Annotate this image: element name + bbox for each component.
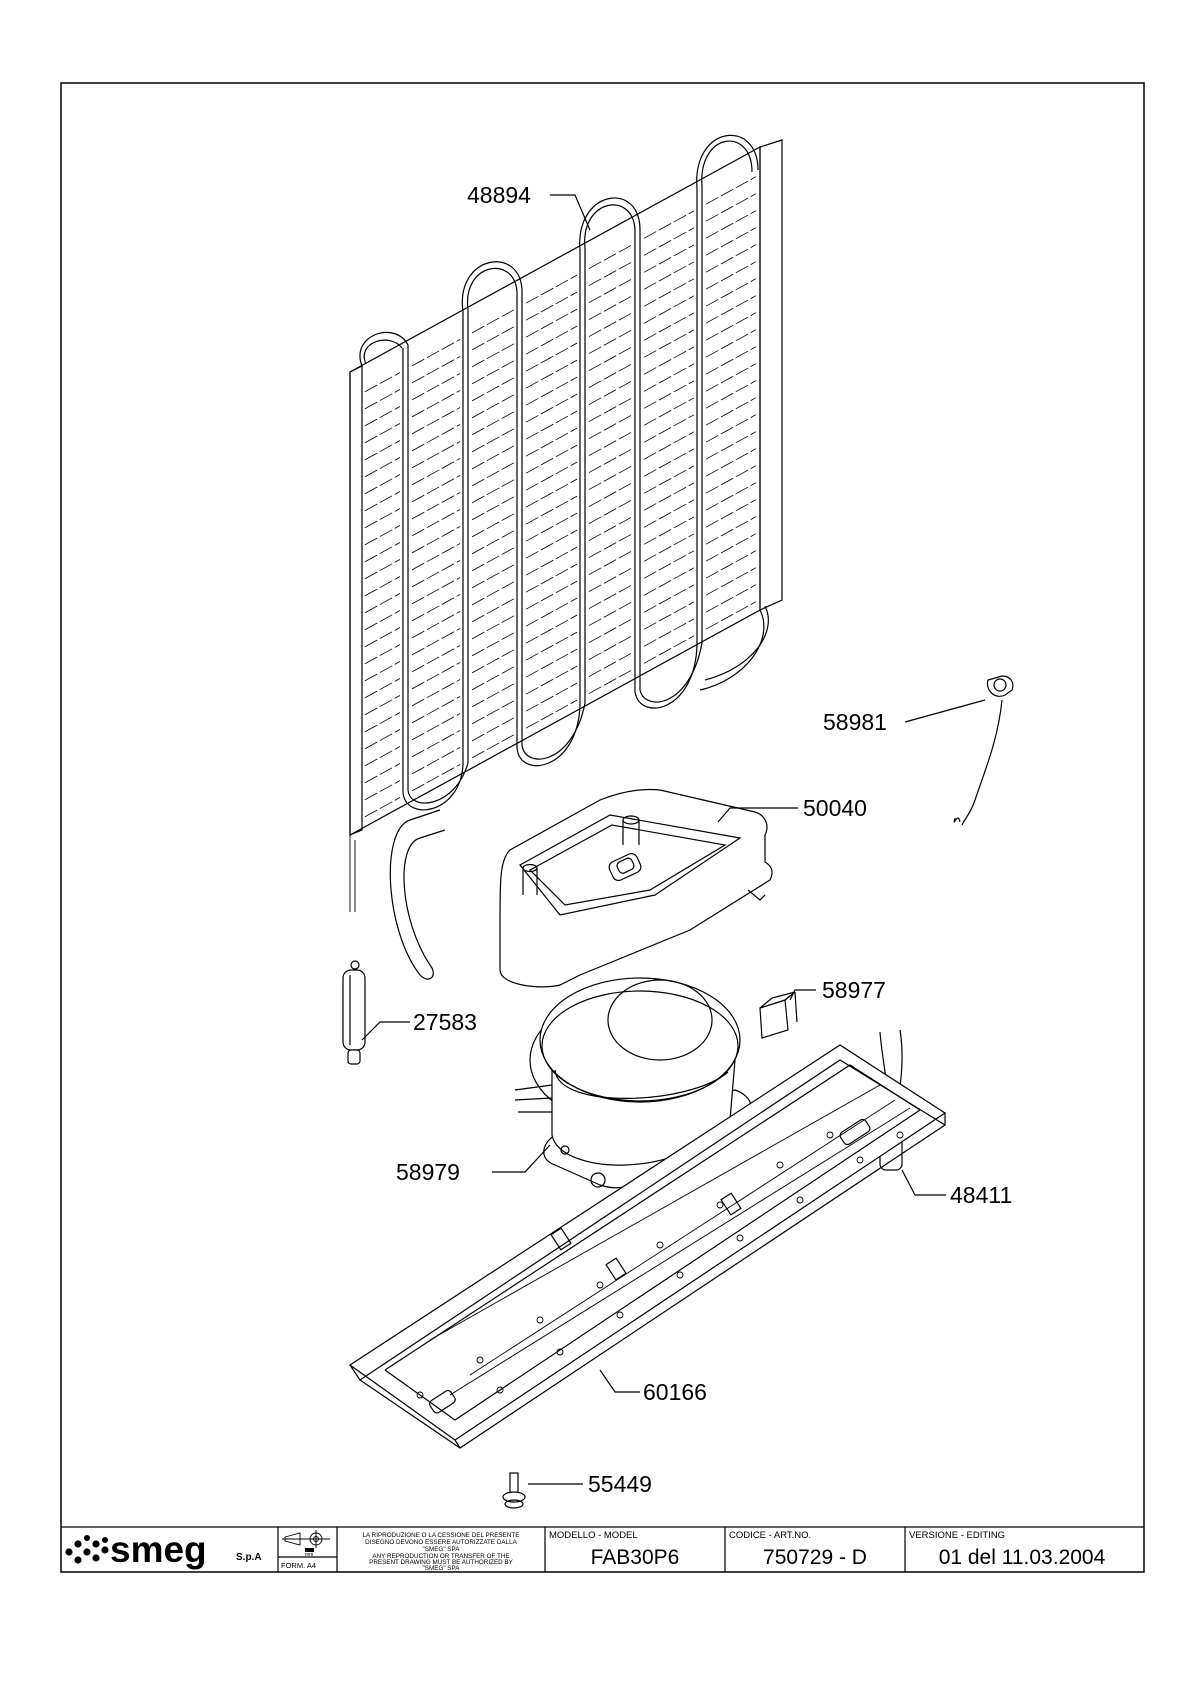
drip-tray-drawing [499,788,773,988]
relay-drawing [759,991,798,1039]
notice-it-line-1: LA RIPRODUZIONE O LA CESSIONE DEL PRESEN… [363,1532,520,1539]
leader-lines [361,194,986,1485]
part-label-compressor: 58979 [396,1159,460,1185]
notice-en-line-1: ANY REPRODUCTION OR TRANSFER OF THE [372,1553,509,1560]
part-label-relay: 58977 [822,977,886,1003]
part-label-base-plate: 60166 [643,1379,707,1405]
smeg-logo: smeg S.p.A [65,1529,262,1570]
notice-it-line-2: DISEGNO DEVONO ESSERE AUTORIZZATE DALLA [365,1539,517,1546]
part-label-foot: 55449 [588,1471,652,1497]
form-label: FORM. A4 [281,1561,316,1570]
version-value: 01 del 11.03.2004 [939,1546,1106,1569]
part-label-capacitor: 48411 [950,1182,1012,1208]
part-label-evaporator: 48894 [467,182,531,208]
notice-it-line-3: "SMEG" SPA [423,1546,461,1553]
code-label: CODICE - ART.NO. [729,1530,811,1541]
compressor-drawing [514,977,752,1189]
version-label: VERSIONE - EDITING [909,1530,1005,1541]
model-value: FAB30P6 [591,1546,680,1569]
part-label-drip-tray: 50040 [803,795,867,821]
title-block: smeg S.p.A mm FORM. A4 LA RIPRODUZIONE O… [61,1526,1144,1572]
model-label: MODELLO - MODEL [549,1530,638,1541]
part-label-thermostat: 58981 [823,709,887,735]
projection-unit: mm [305,1552,313,1558]
brand-name: smeg [110,1529,207,1570]
projection-symbol-icon: mm [282,1530,330,1558]
brand-suffix: S.p.A [236,1552,262,1563]
part-label-filter-dryer: 27583 [413,1009,477,1035]
base-plate-drawing [348,1044,947,1449]
evaporator-drawing [349,134,783,980]
thermostat-drawing [953,675,1014,826]
sheet-border [60,82,1145,1573]
notice-en-line-3: "SMEG" SPA [423,1565,461,1572]
notice-en-line-2: PRESENT DRAWING MUST BE AUTHORIZED BY [369,1559,513,1566]
filter-dryer-drawing [342,960,366,1065]
foot-drawing [502,1472,526,1509]
code-value: 750729 - D [763,1546,867,1569]
